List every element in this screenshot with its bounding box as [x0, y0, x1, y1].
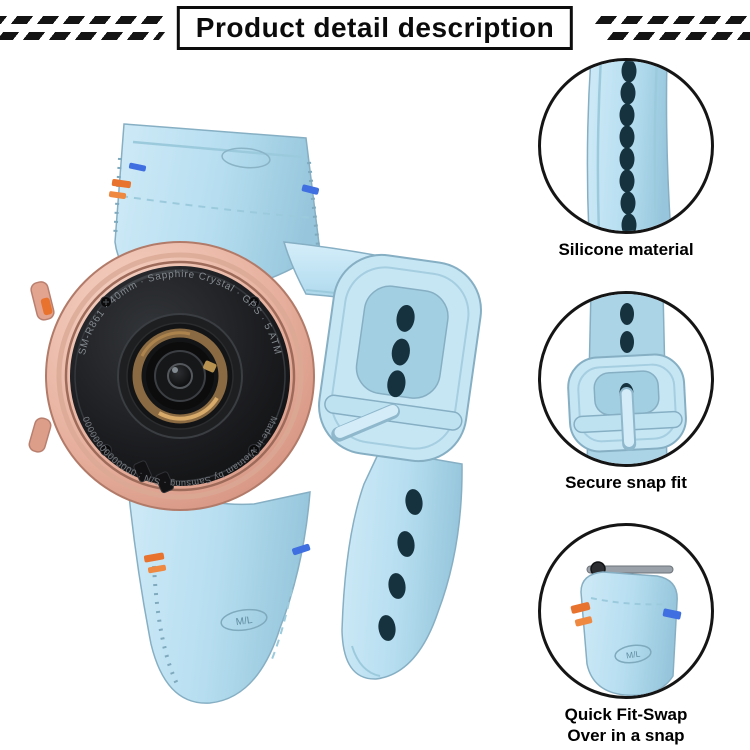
watch-illustration: M/L: [28, 123, 482, 704]
watch-body: SM-R861 · 40mm · Sapphire Crystal · GPS …: [28, 241, 315, 511]
sensor-lens: [167, 363, 193, 389]
buckle-illustration: [567, 293, 687, 464]
orange-clip-top: [111, 179, 132, 189]
svg-text:M/L: M/L: [235, 615, 253, 628]
dash-row: [606, 32, 750, 40]
callout-caption: Silicone material: [558, 240, 694, 259]
callout-silicone-material: Silicone material: [538, 58, 714, 261]
buckle-closeup: [538, 290, 714, 467]
strap-tail: [341, 449, 463, 680]
strap-holes: [378, 489, 423, 641]
band-bottom: M/L: [125, 462, 311, 704]
band-size-stamp: M/L: [220, 608, 268, 632]
svg-text:M/L: M/L: [625, 649, 641, 661]
buckle-strap: [282, 241, 482, 680]
buckle-frame: [567, 353, 687, 453]
blue-clip-bottom: [292, 543, 311, 556]
watch-product-photo: M/L: [8, 46, 543, 736]
buckle-pin: [621, 388, 635, 447]
orange-marker-case: [40, 297, 53, 316]
callout-secure-snap-fit: Secure snap fit: [538, 290, 714, 494]
caption-line2: Over in a snap: [567, 726, 685, 746]
blue-clip-top-right: [301, 184, 320, 195]
header-dashes-left: [0, 16, 166, 40]
header: Product detail description: [0, 0, 750, 60]
sensor-module: [117, 313, 243, 439]
sensor-glint: [203, 360, 217, 373]
dash-row: [0, 16, 166, 24]
band-end-closeup: M/L: [538, 523, 714, 700]
buckle: [318, 253, 482, 463]
spring-bar: [586, 565, 674, 574]
header-dashes-right: [594, 16, 750, 40]
band-holes: [619, 61, 637, 231]
buckle-pin: [334, 404, 399, 438]
side-button-bottom: [28, 417, 52, 453]
band-stamp-oval: [221, 147, 271, 169]
band-strip-illustration: [586, 61, 672, 231]
quick-fit-illustration: M/L: [570, 561, 682, 697]
page-title: Product detail description: [195, 12, 555, 43]
silicone-band-closeup: [538, 58, 714, 234]
screws: [100, 296, 260, 456]
dash-row: [594, 16, 750, 24]
callout-quick-fit-swap: M/L Quick Fit-Swap Over in a snap: [538, 523, 714, 746]
orange-clip-top2: [108, 191, 127, 199]
orange-clip: [570, 602, 591, 615]
callout-caption: Secure snap fit: [565, 472, 687, 492]
feature-callouts: Silicone material: [532, 58, 720, 747]
blue-clip: [662, 609, 682, 620]
contact-pads: [133, 460, 175, 494]
caption-line1: Quick Fit-Swap: [564, 705, 688, 725]
title-box: Product detail description: [176, 6, 574, 50]
dash-row: [0, 32, 166, 40]
orange-clip-bottom: [143, 552, 165, 563]
orange-clip-bottom2: [147, 564, 167, 574]
band-size-stamp: M/L: [614, 644, 652, 665]
callout-caption: Quick Fit-Swap Over in a snap: [565, 705, 688, 746]
orange-clip2: [574, 616, 593, 627]
blue-clip-top: [128, 162, 147, 172]
